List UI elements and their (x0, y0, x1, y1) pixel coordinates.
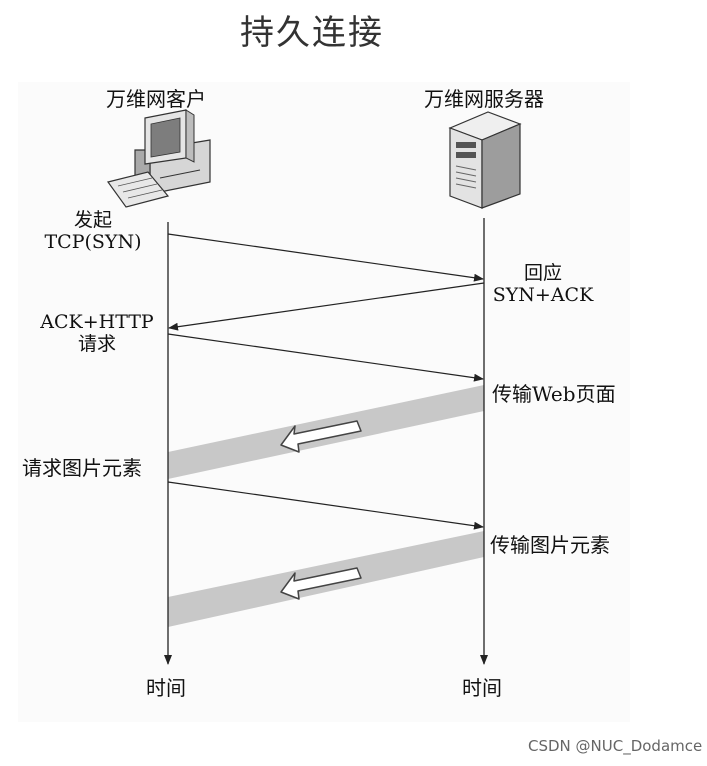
server-tower-icon (448, 111, 522, 209)
ack-http-label: ACK+HTTP 请求 (34, 311, 160, 356)
syn-ack-label-line2: SYN+ACK (492, 283, 594, 306)
http-request-arrow (167, 333, 484, 382)
server-label: 万维网服务器 (424, 87, 544, 111)
image-direction-arrow (280, 567, 362, 600)
page-direction-arrow (280, 420, 362, 453)
image-request-label: 请求图片元素 (22, 456, 142, 480)
ack-http-label-line1: ACK+HTTP (40, 311, 154, 333)
client-label: 万维网客户 (106, 87, 206, 111)
syn-ack-message-arrow (168, 282, 485, 331)
syn-label-line2: TCP(SYN) (44, 230, 142, 253)
web-page-transfer-label: 传输Web页面 (492, 382, 616, 406)
page-title: 持久连接 (240, 13, 384, 53)
syn-ack-label-line1: 回应 (523, 262, 562, 284)
image-transfer-label: 传输图片元素 (490, 533, 610, 557)
client-time-label: 时间 (146, 676, 186, 700)
desktop-computer-icon (106, 109, 211, 208)
syn-ack-label: 回应 SYN+ACK (488, 262, 598, 307)
server-time-label: 时间 (462, 676, 502, 700)
syn-label: 发起 TCP(SYN) (38, 209, 148, 254)
image-request-arrow (167, 481, 484, 530)
ack-http-label-line2: 请求 (77, 332, 116, 355)
watermark: CSDN @NUC_Dodamce (528, 737, 703, 755)
syn-label-line1: 发起 (73, 209, 112, 231)
syn-message-arrow (167, 233, 484, 282)
